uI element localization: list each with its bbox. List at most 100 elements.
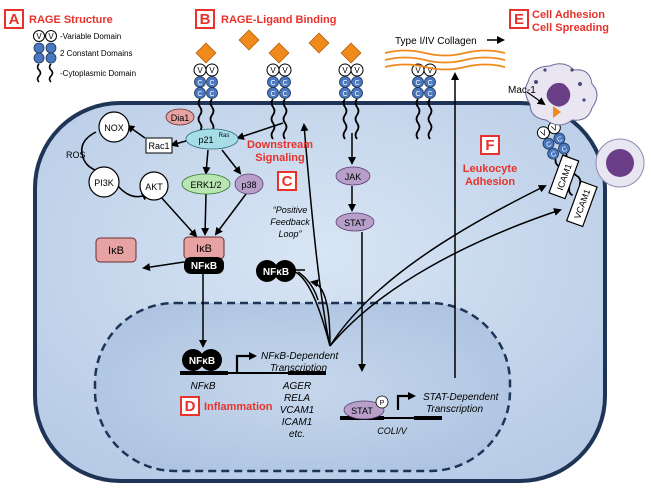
ros-label: ROS: [66, 150, 86, 160]
v-domain-label: V: [209, 66, 215, 75]
nfkb-transcription-line1: NFκB-Dependent: [261, 351, 339, 362]
c-domain-label: C: [197, 91, 202, 98]
c-domain-label: C: [561, 146, 569, 154]
gene-item: AGER: [282, 381, 311, 392]
stat-label: STAT: [344, 218, 366, 228]
c-domain-label: C: [550, 151, 558, 159]
ligand-5: [340, 42, 362, 64]
section-e-letter: E: [514, 11, 524, 28]
c-domain-label: C: [342, 91, 347, 98]
icam1-molecule: ICAM1: [548, 154, 580, 200]
gene-item: ICAM1: [282, 417, 313, 428]
collagen-fibers: [384, 49, 506, 71]
p21-node: p21 Ras: [185, 128, 239, 150]
feedback-line1: “Positive: [273, 205, 308, 215]
v-domain: [350, 63, 364, 77]
collagen-label: Type I/IV Collagen: [395, 36, 477, 47]
ligands: [195, 29, 362, 64]
stat-transcription-line1: STAT-Dependent: [423, 392, 500, 403]
c-domain-label: C: [545, 141, 553, 149]
c-domain: [194, 87, 206, 99]
cytoplasmic-tail: [427, 98, 433, 140]
gene-nfkb: NFκB: [191, 381, 216, 392]
section-a-label: A RAGE Structure: [4, 9, 113, 29]
promoter-arrows: [235, 352, 416, 410]
stat-nuclear-label: STAT: [351, 406, 373, 416]
section-c-title1: Downstream: [247, 139, 313, 151]
nfkb-transcription-line2: Transcription: [270, 363, 327, 374]
p21-superscript: Ras: [219, 133, 230, 139]
c-domain-label: C: [342, 80, 347, 87]
v-domain-label: V: [197, 66, 203, 75]
nox-node: NOX: [98, 111, 130, 143]
c-domain-label: C: [354, 80, 359, 87]
section-c-label: Downstream Signaling C: [247, 139, 313, 191]
section-a-title: RAGE Structure: [29, 14, 113, 26]
ligand-1: [195, 42, 217, 64]
stat-transcription-line2: Transcription: [426, 404, 483, 415]
feedback-line2: Feedback: [270, 217, 310, 227]
c-domain-label: C: [282, 80, 287, 87]
v-domain-label: V: [539, 128, 548, 139]
section-a-box: [4, 9, 24, 29]
dia1-label: Dia1: [171, 113, 190, 123]
section-a-letter: A: [9, 11, 20, 28]
legend-receptor-icon: V V: [33, 30, 57, 83]
legend-v2: V: [48, 32, 54, 41]
macrophage-cell: [524, 63, 598, 126]
legend-cytoplasmic: -Cytoplasmic Domain: [60, 69, 136, 78]
c-domain-label: C: [270, 91, 275, 98]
ligand-2: [238, 29, 260, 51]
cytoplasmic-tail: [270, 98, 276, 140]
v-domain-label: V: [282, 66, 288, 75]
stat-node: STAT: [335, 212, 375, 232]
ligand-4: [308, 32, 330, 54]
c-domain-label: C: [270, 80, 275, 87]
c-domain: [339, 87, 351, 99]
akt-label: AKT: [145, 182, 163, 192]
section-b-title: RAGE-Ligand Binding: [221, 14, 336, 26]
pathway-arrows: [81, 72, 562, 378]
c-domain-label: C: [427, 80, 432, 87]
c-domain-label: C: [556, 136, 564, 144]
rac1-node: Rac1: [145, 137, 173, 154]
section-c-title2: Signaling: [255, 152, 305, 164]
gene-coli: COLI/V: [377, 426, 408, 436]
v-domain: [205, 63, 219, 77]
cytoplasmic-tail: [282, 98, 288, 140]
c-domain-label: C: [209, 80, 214, 87]
section-e-label: E Cell Adhesion Cell Spreading: [509, 9, 609, 34]
c-domain-label: C: [415, 91, 420, 98]
nfkb-free-label: NFκB: [263, 267, 289, 278]
jak-label: JAK: [345, 172, 362, 182]
rac1-label: Rac1: [148, 141, 169, 151]
v-domain-label: V: [270, 66, 276, 75]
cytoplasmic-tail: [415, 98, 421, 140]
section-f-title2: Adhesion: [465, 176, 515, 188]
pi3k-node: PI3K: [88, 166, 120, 198]
gene-item: etc.: [289, 429, 305, 440]
feedback-line3: Loop”: [278, 229, 302, 239]
section-d-title: Inflammation: [204, 401, 273, 413]
feedback-loop-label: “Positive Feedback Loop”: [270, 205, 310, 239]
legend-variable: -Variable Domain: [60, 32, 121, 41]
v-domain-label: V: [550, 123, 559, 134]
section-d-label: D Inflammation: [180, 396, 273, 416]
cytoplasmic-tail: [342, 98, 348, 140]
c-domain: [412, 87, 424, 99]
erk-node: ERK1/2: [181, 173, 231, 195]
legend-constant: 2 Constant Domains: [60, 49, 132, 58]
v-domain-label: V: [354, 66, 360, 75]
c-domain-label: C: [354, 91, 359, 98]
section-f-letter: F: [485, 137, 494, 154]
section-e-title1: Cell Adhesion: [532, 9, 605, 21]
v-domain-label: V: [415, 66, 421, 75]
p21-label: p21: [198, 135, 213, 145]
c-domain: [267, 87, 279, 99]
gene-item: VCAM1: [280, 405, 314, 416]
c-domain-label: C: [197, 80, 202, 87]
